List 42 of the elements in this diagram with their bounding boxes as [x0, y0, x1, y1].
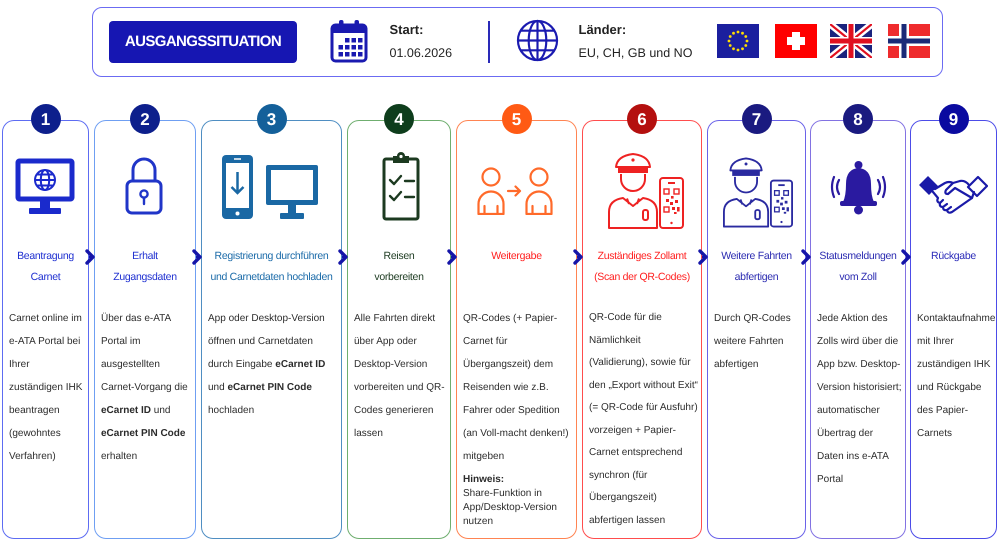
- step-description: Kontaktaufnahme mit Ihrer zuständigen IHK und Rückgabe des Papier-Carnets: [917, 312, 993, 441]
- step-title: Statusmeldungen vom Zoll: [818, 249, 898, 285]
- chevron-arrow: [338, 249, 348, 265]
- step-title: Reisen vorbereiten: [373, 249, 425, 285]
- step-description: QR-Codes (+ Papier-Carnet für Übergangszeit) dem Reisenden wie z.B. Fahrer oder Spedition (an Voll-macht denken!) mitgeben: [463, 312, 570, 464]
- chevron-arrow: [85, 249, 95, 265]
- step-title: Beantragung Carnet: [16, 249, 75, 285]
- step-description: Jede Aktion des Zolls wird über die App bzw. Desktop-Version historisiert; automatischer Übertrag der Daten ins e-ATA Portal: [817, 312, 902, 487]
- step-number: 1: [30, 104, 60, 134]
- chevron-arrow: [698, 249, 708, 265]
- start-date: 01.06.2026: [390, 46, 452, 61]
- step-number: 9: [938, 104, 968, 134]
- step-title: Weitere Fahrten abfertigen: [720, 249, 793, 285]
- start-label: Start:: [390, 22, 424, 37]
- step-title: Erhalt Zugangsdaten: [112, 249, 178, 285]
- step-description: Carnet online im e-ATA Portal bei Ihrer zuständigen IHK beantragen (gewohntes Verfahren): [9, 312, 84, 464]
- step-description: Durch QR-Codes weitere Fahrten abfertigen: [714, 312, 792, 372]
- countries-list: EU, CH, GB und NO: [578, 46, 692, 61]
- step-title: Rückgabe: [931, 249, 976, 264]
- heading-box: AUSGANGSSITUATION: [109, 20, 297, 62]
- chevron-arrow: [573, 249, 583, 265]
- step-number: 5: [502, 104, 532, 134]
- step-description: Über das e-ATA Portal im ausgestellten Carnet-Vorgang die eCarnet ID und eCarnet PIN Code erhalten: [101, 312, 189, 464]
- header-panel: [92, 7, 943, 77]
- step-title: Registrierung durchführen und Carnetdaten hochladen: [209, 249, 334, 285]
- step-number: 7: [742, 104, 772, 134]
- step-number: 3: [256, 104, 286, 134]
- chevron-arrow: [801, 249, 811, 265]
- step-description: App oder Desktop-Version öffnen und Carnetdaten durch Eingabe eCarnet ID und eCarnet PIN Code hochladen: [208, 312, 326, 418]
- countries-label: Länder:: [578, 22, 626, 37]
- step-title: Zuständiges Zollamt (Scan der QR-Codes): [593, 249, 691, 285]
- chevron-arrow: [192, 249, 202, 265]
- step-title: Weitergabe: [491, 249, 542, 264]
- step-description: QR-Code für die Nämlichkeit (Validierung), sowie für den „Export without Exit“ (= QR-Code für Ausfuhr) vorzeigen + Papier-Carnet entsprechend synchron (für Übergangszeit) abfertigen lassen: [589, 311, 698, 528]
- step-number: 4: [384, 104, 414, 134]
- step-description: Alle Fahrten direkt über App oder Desktop-Version vorbereiten und QR-Codes generieren lassen: [354, 312, 446, 441]
- step-number: 2: [130, 104, 160, 134]
- note-text: Hinweis: Share-Funktion in App/Desktop-Version nutzen: [463, 473, 558, 529]
- step-number: 6: [627, 104, 657, 134]
- chevron-arrow: [447, 249, 457, 265]
- step-number: 8: [843, 104, 873, 134]
- chevron-arrow: [901, 249, 911, 265]
